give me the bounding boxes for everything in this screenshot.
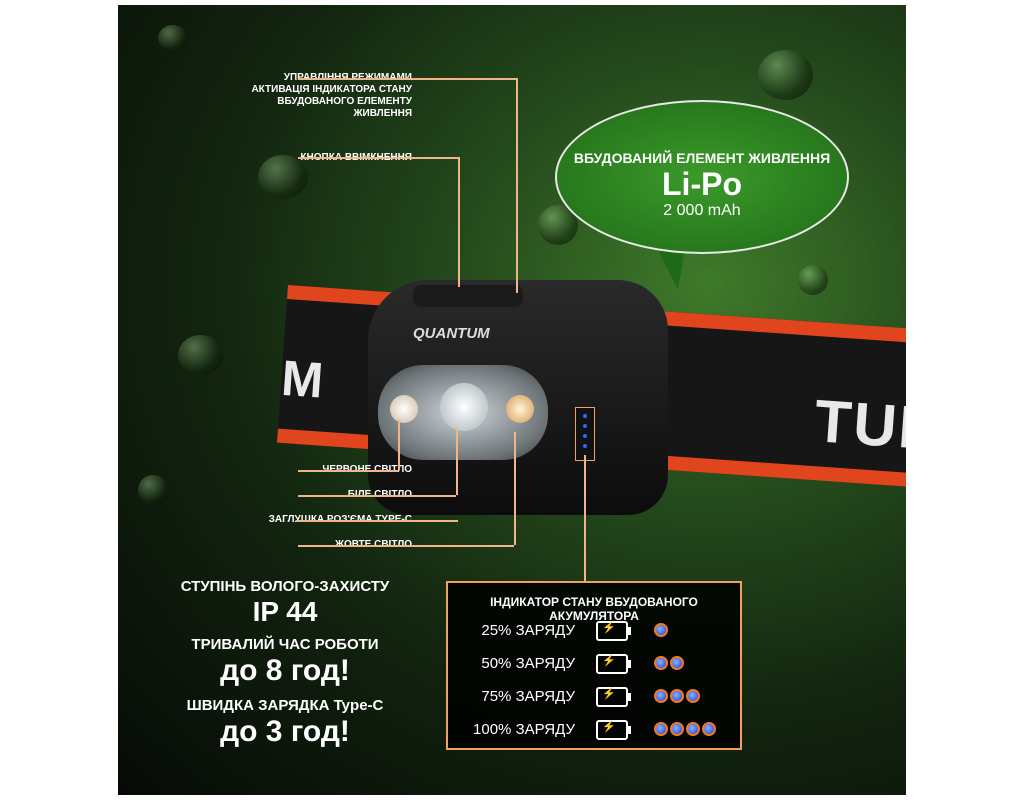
indicator-dot — [670, 689, 684, 703]
leader-line — [456, 428, 458, 495]
leader-line — [458, 157, 460, 287]
charge-label: 25% ЗАРЯДУ — [481, 622, 575, 639]
water-drop — [138, 475, 168, 505]
leader-line — [298, 157, 458, 159]
water-drop — [158, 25, 188, 51]
water-drop — [258, 155, 308, 199]
bubble-title: ВБУДОВАНИЙ ЕЛЕМЕНТ ЖИВЛЕННЯ — [573, 150, 831, 166]
spec-label: ШВИДКА ЗАРЯДКА Type-C — [186, 697, 384, 714]
indicator-dot — [686, 722, 700, 736]
charge-row: 100% ЗАРЯДУ ⚡ — [448, 718, 740, 742]
indicator-dot — [654, 623, 668, 637]
red-led — [390, 395, 418, 423]
charge-label: 100% ЗАРЯДУ — [473, 721, 575, 738]
indicator-dots — [654, 623, 670, 642]
battery-indicator-panel: ІНДИКАТОР СТАНУ ВБУДОВАНОГО АКУМУЛЯТОРА … — [446, 581, 742, 750]
callout-white-light: Біле світло — [348, 489, 412, 501]
charge-row: 25% ЗАРЯДУ ⚡ — [448, 619, 740, 643]
power-mode-buttons[interactable] — [413, 285, 523, 307]
charge-row: 75% ЗАРЯДУ ⚡ — [448, 685, 740, 709]
indicator-dot — [654, 689, 668, 703]
indicator-dot — [670, 722, 684, 736]
leader-line — [298, 470, 398, 472]
battery-speech-bubble: ВБУДОВАНИЙ ЕЛЕМЕНТ ЖИВЛЕННЯ Li-Po 2 000 … — [555, 100, 849, 254]
white-led — [440, 383, 488, 431]
yellow-led — [506, 395, 534, 423]
charge-label: 50% ЗАРЯДУ — [481, 655, 575, 672]
water-drop — [178, 335, 223, 375]
spec-label: СТУПІНЬ ВОЛОГО-ЗАХИСТУ — [180, 578, 390, 595]
lens — [378, 365, 548, 460]
bubble-capacity: 2 000 mAh — [663, 202, 741, 219]
leader-line — [298, 495, 456, 497]
charge-label: 75% ЗАРЯДУ — [481, 688, 575, 705]
indicator-dot — [702, 722, 716, 736]
callout-indicator-activation: Активація індикатора стану вбудованого е… — [251, 84, 412, 119]
callout-mode-control: Управління режимами — [284, 72, 412, 84]
leader-line — [514, 432, 516, 545]
leader-line — [398, 420, 400, 470]
panel-title: ІНДИКАТОР СТАНУ ВБУДОВАНОГО АКУМУЛЯТОРА — [490, 595, 698, 623]
callout-red-light: Червоне світло — [322, 464, 412, 476]
band-text-left: M — [279, 349, 326, 409]
leader-line — [298, 545, 514, 547]
leader-line — [516, 78, 518, 293]
band-text-right: TUM — [812, 387, 906, 464]
callout-typec-plug: Заглушка роз'єма Type-C — [268, 514, 412, 525]
indicator-dots — [654, 656, 686, 675]
indicator-dots — [654, 689, 702, 708]
leader-line — [584, 455, 586, 582]
water-drop — [758, 50, 813, 100]
spec-label: ТРИВАЛИЙ ЧАС РОБОТИ — [191, 636, 379, 653]
battery-icon: ⚡ — [596, 654, 631, 674]
leader-line — [298, 520, 458, 522]
battery-icon: ⚡ — [596, 687, 631, 707]
battery-icon: ⚡ — [596, 720, 631, 740]
indicator-dots — [654, 722, 718, 741]
indicator-dot — [686, 689, 700, 703]
brand-logo: QUANTUM — [413, 325, 490, 342]
bubble-battery-type: Li-Po — [662, 166, 742, 202]
callout-yellow-light: Жовте світло — [335, 539, 412, 551]
indicator-dot — [670, 656, 684, 670]
water-drop — [798, 265, 828, 295]
battery-indicator-leds — [575, 407, 595, 461]
battery-icon: ⚡ — [596, 621, 631, 641]
indicator-dot — [654, 722, 668, 736]
headlamp: QUANTUM — [368, 280, 668, 515]
spec-value: до 8 год! — [220, 654, 350, 687]
indicator-dot — [654, 656, 668, 670]
spec-value: до 3 год! — [220, 715, 350, 748]
spec-value: IP 44 — [252, 596, 318, 627]
charge-row: 50% ЗАРЯДУ ⚡ — [448, 652, 740, 676]
leader-line — [298, 78, 516, 80]
